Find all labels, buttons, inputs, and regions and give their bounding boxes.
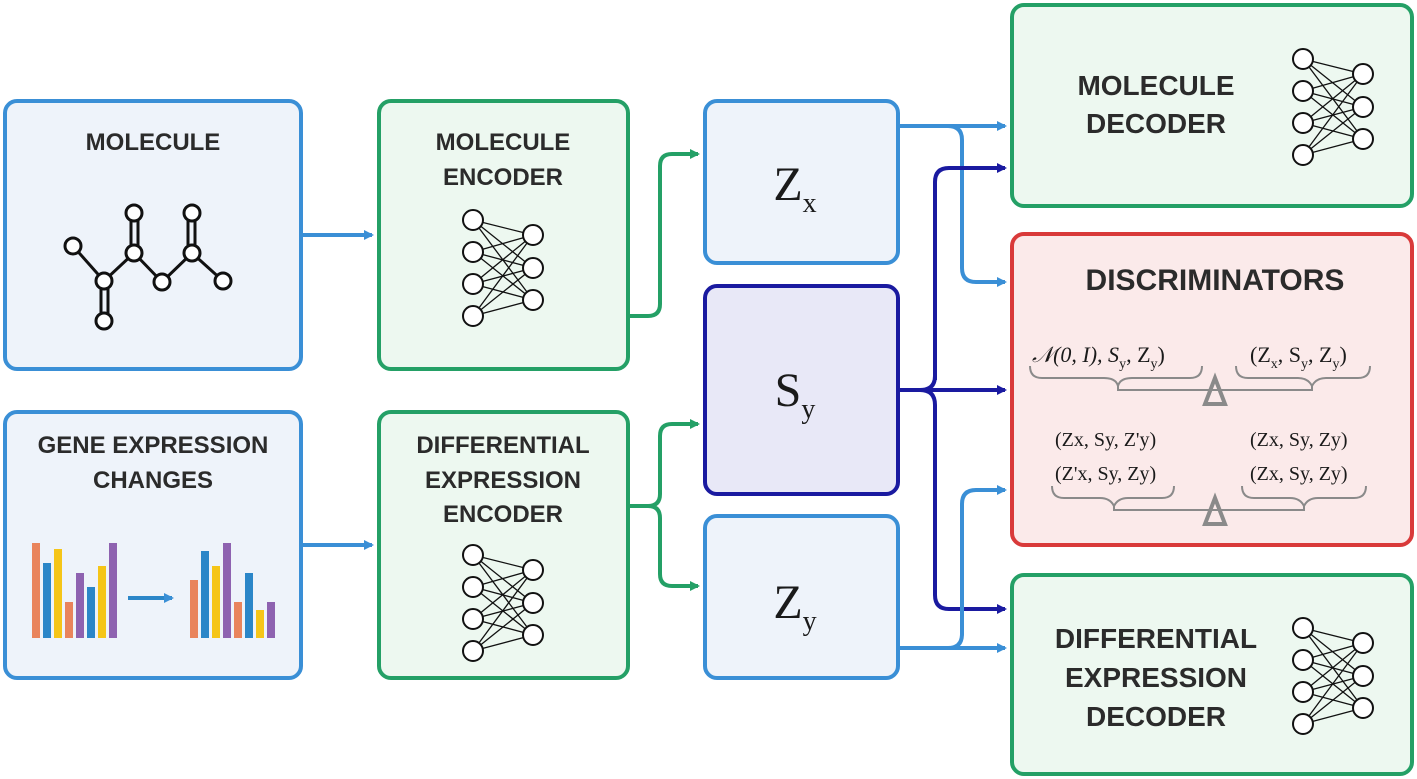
- molecule-title: MOLECULE: [86, 129, 221, 156]
- de-decoder-title-line2: EXPRESSION: [1065, 662, 1247, 693]
- zx-label: Zx: [773, 158, 816, 219]
- molecule-decoder-title-line2: DECODER: [1086, 108, 1226, 139]
- arrow-de-encoder-to-sy: [628, 419, 700, 508]
- scale-balance-icon-2: [1202, 492, 1228, 526]
- scale-balance-icon-1: [1202, 372, 1228, 406]
- de-encoder-title-line1: DIFFERENTIAL: [416, 432, 589, 459]
- molecule-structure-icon: [63, 203, 233, 331]
- gene-expression-title-line1: GENE EXPRESSION: [38, 432, 269, 459]
- molecule-decoder-box: MOLECULE DECODER: [1010, 3, 1414, 208]
- arrow-sy-to-mol-decoder: [933, 163, 1007, 380]
- molecule-encoder-title-line2: ENCODER: [443, 164, 563, 191]
- molecule-box: MOLECULE: [3, 99, 303, 371]
- discriminator2-right-row1: (Zx, Sy, Zy): [1250, 429, 1348, 451]
- de-encoder-box: DIFFERENTIAL EXPRESSION ENCODER: [377, 410, 630, 680]
- discriminator1-right-term: (Zx, Sy, Zy): [1250, 342, 1347, 372]
- zx-latent-box: Zx: [703, 99, 900, 265]
- molecule-decoder-title-line1: MOLECULE: [1077, 70, 1234, 101]
- de-encoder-title-line3: ENCODER: [443, 501, 563, 528]
- de-decoder-title-line1: DIFFERENTIAL: [1055, 623, 1257, 654]
- arrow-de-encoder-to-zy: [647, 504, 700, 591]
- de-decoder-title-line3: DECODER: [1086, 701, 1226, 732]
- de-encoder-title-line2: EXPRESSION: [425, 467, 581, 494]
- sy-label: Sy: [775, 364, 816, 425]
- gene-expression-title-line2: CHANGES: [93, 467, 213, 494]
- discriminator2-left-row1: (Zx, Sy, Z'y): [1055, 429, 1156, 451]
- discriminators-box: DISCRIMINATORS 𝒩(0, I), Sy, Zy) (Zx, Sy,…: [1010, 232, 1414, 547]
- zy-latent-box: Zy: [703, 514, 900, 680]
- arrow-sy-stem: [919, 375, 937, 392]
- molecule-encoder-box: MOLECULE ENCODER: [377, 99, 630, 371]
- sy-latent-box: Sy: [703, 284, 900, 496]
- discriminator2-right-row2: (Zx, Sy, Zy): [1250, 463, 1348, 485]
- discriminators-title: DISCRIMINATORS: [1086, 264, 1345, 297]
- arrow-zy-to-discriminators: [947, 485, 1007, 650]
- arrow-mol-encoder-to-zx: [628, 149, 700, 318]
- arrow-sy-to-de-decoder: [919, 388, 1007, 614]
- bar-chart-before-icon: [32, 543, 117, 638]
- de-decoder-box: DIFFERENTIAL EXPRESSION DECODER: [1010, 573, 1414, 776]
- gene-expression-box: GENE EXPRESSION CHANGES: [3, 410, 303, 680]
- zy-label: Zy: [773, 576, 816, 637]
- discriminator2-left-row2: (Z'x, Sy, Zy): [1055, 463, 1156, 485]
- bar-chart-after-icon: [190, 543, 275, 638]
- connectors: [302, 121, 1007, 653]
- molecule-encoder-title-line1: MOLECULE: [436, 129, 571, 156]
- discriminator1-left-term: 𝒩(0, I), Sy, Zy): [1032, 342, 1165, 372]
- discriminator1-braces: [1029, 365, 1371, 391]
- arrow-zx-to-discriminators: [947, 124, 1007, 287]
